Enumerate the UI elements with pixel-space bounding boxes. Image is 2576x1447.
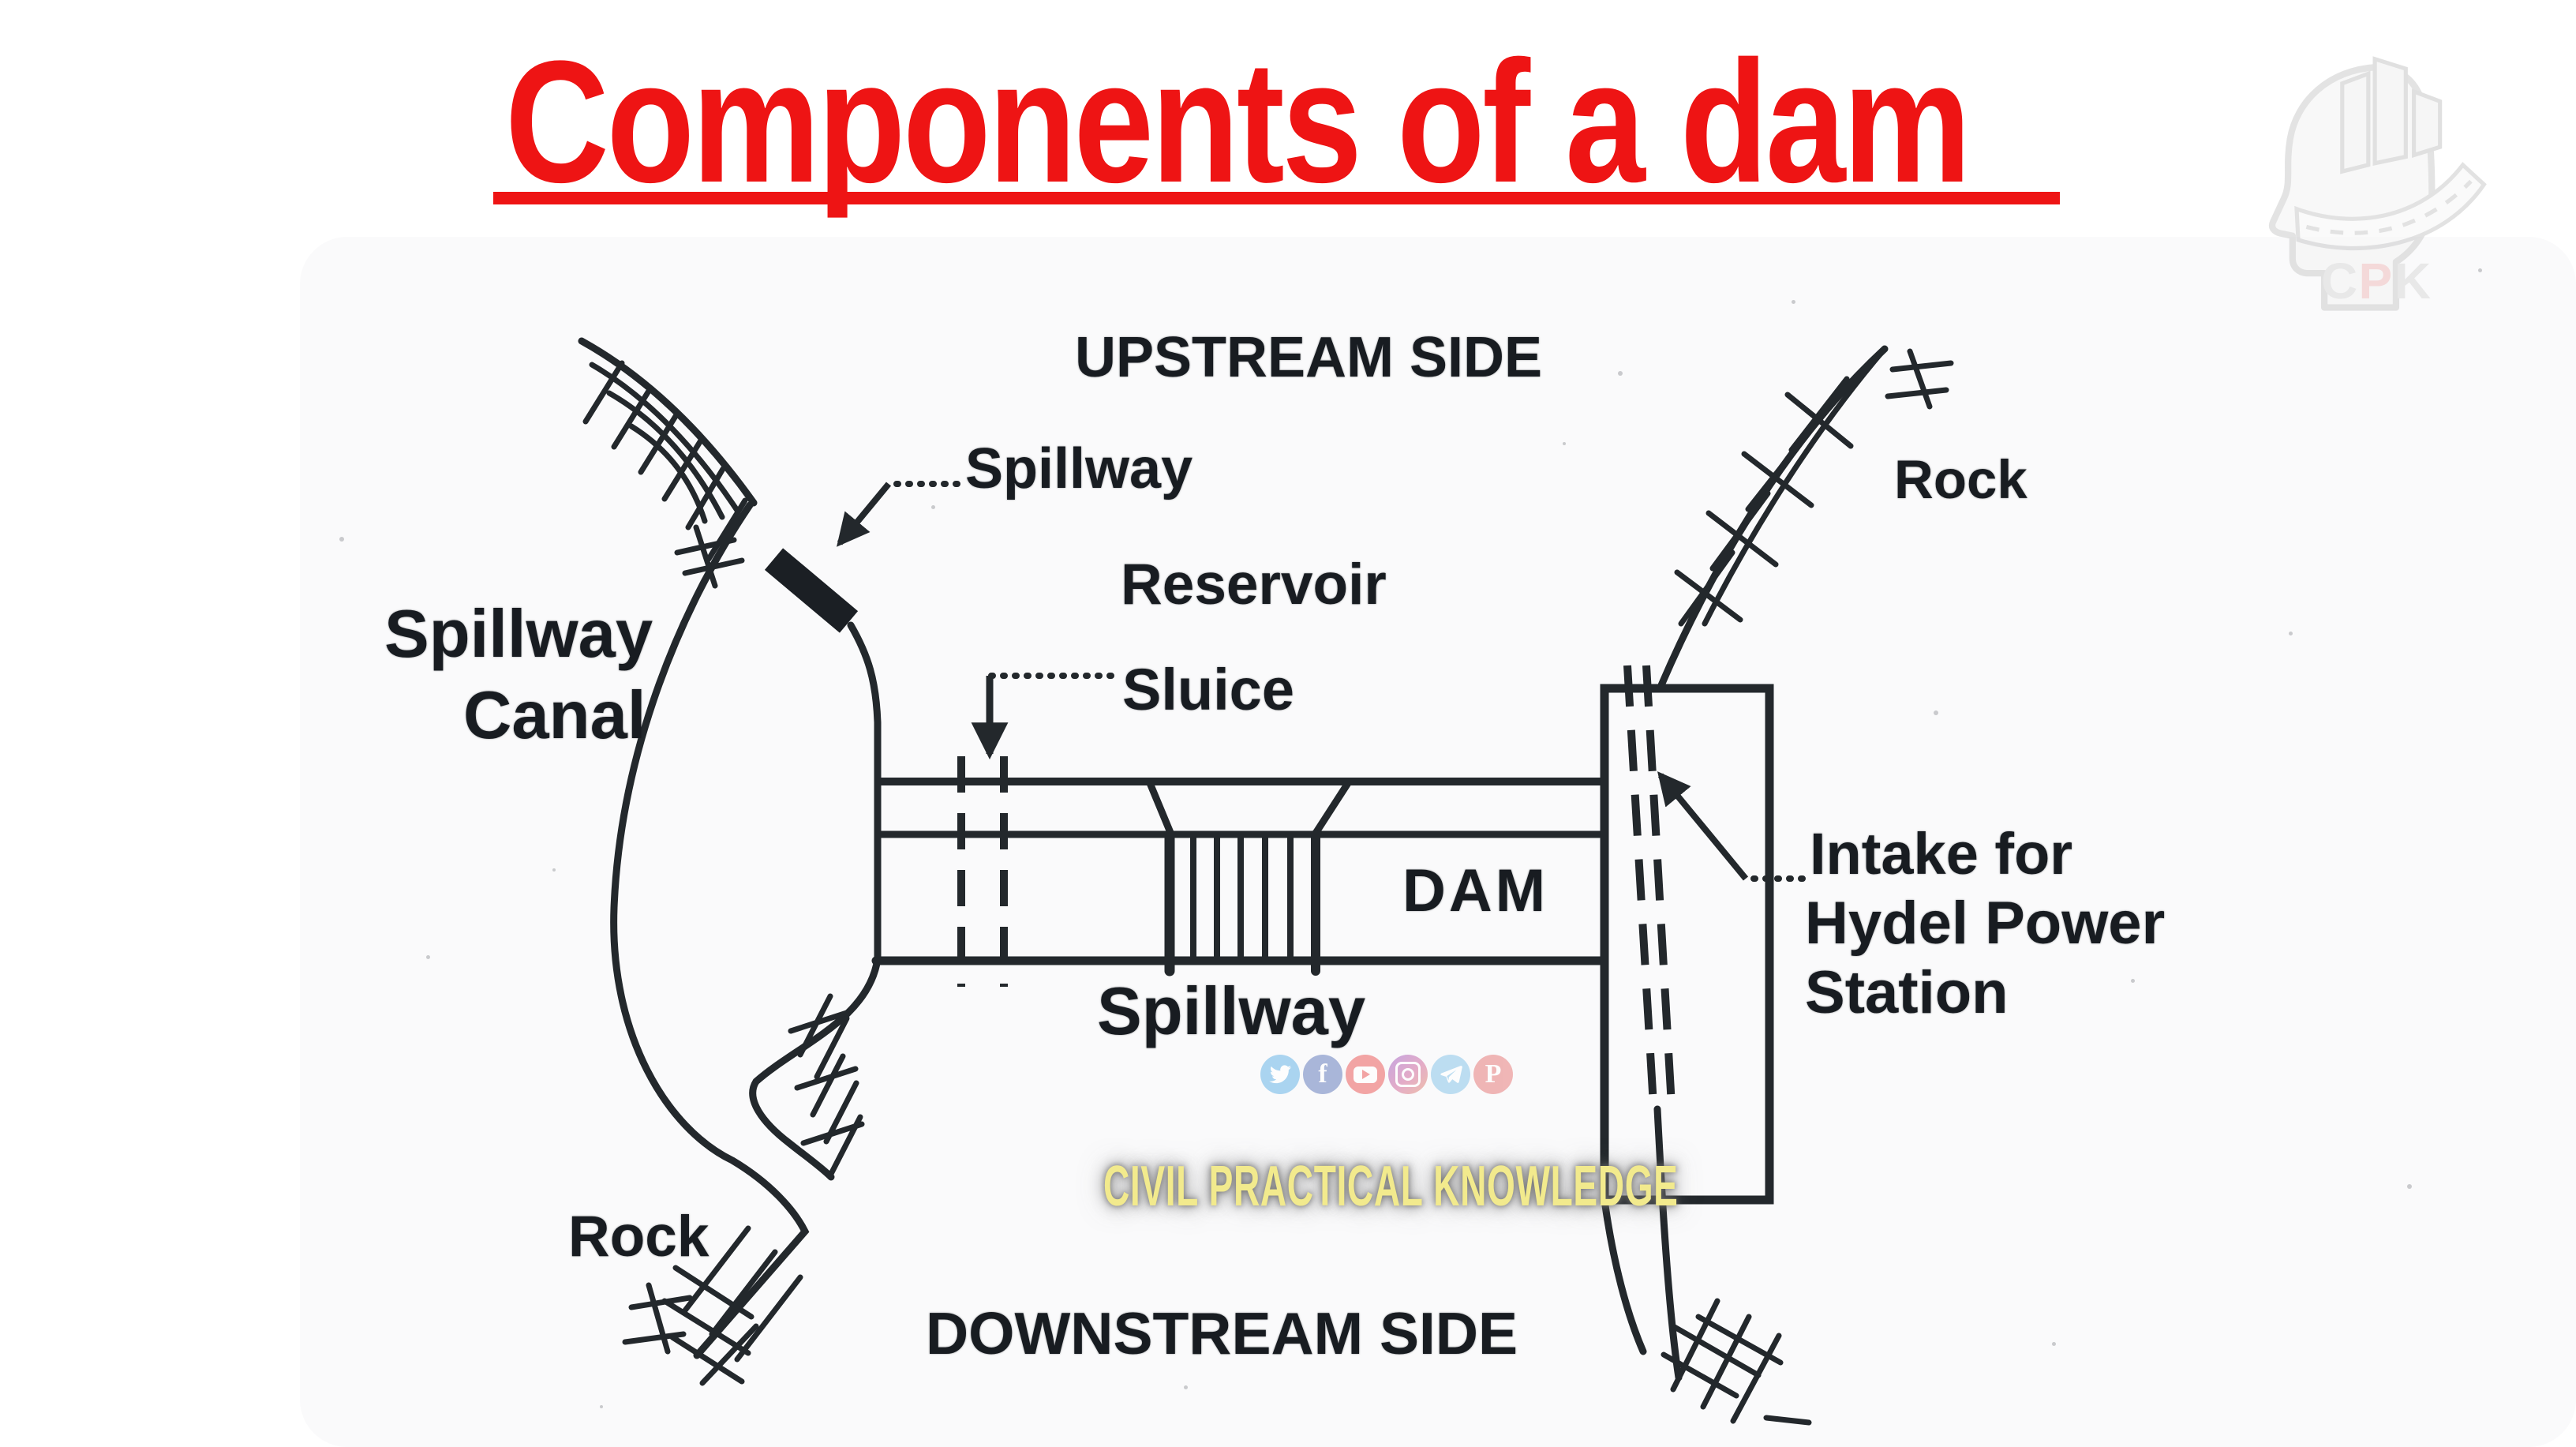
title-underline [493,192,2060,204]
rock-hatch-upper-left [578,337,758,589]
intake-structure-box [1600,684,1774,1205]
label-reservoir: Reservoir [1121,553,1387,617]
label-upstream-side: UPSTREAM SIDE [1075,326,1543,389]
speckle [552,868,556,872]
cpk-letter-c: C [2321,253,2357,309]
speckle [339,537,344,542]
social-icons-watermark: f P [1260,1055,1513,1094]
cpk-logo: C P K [2246,41,2499,317]
telegram-icon [1431,1055,1470,1094]
speckle [2131,979,2135,983]
watermark-text: CIVIL PRACTICAL KNOWLEDGE [1103,1155,1679,1218]
road-centerline [2305,179,2473,235]
label-spillway-canal-line2: Canal [463,678,646,753]
speckle [1792,300,1795,304]
page-title: Components of a dam [505,24,1971,219]
rock-hatch-right [1657,345,1954,689]
label-spillway-piers: Spillway [1097,974,1366,1049]
speckle [1184,1385,1188,1389]
label-rock-right: Rock [1894,449,2027,510]
intake-tail [1601,1105,1683,1381]
speckle [2052,1342,2056,1346]
building-icon [2412,88,2443,159]
speckle [1957,142,1961,146]
label-intake-line2: Hydel Power [1805,890,2166,957]
intake-dashed-lines [1623,665,1676,1106]
intake-leader-arrow [1657,771,1806,882]
spillway-canal [610,501,882,1359]
label-spillway: Spillway [965,437,1193,500]
label-intake-line3: Station [1805,959,2009,1026]
cpk-letter-k: K [2394,253,2431,309]
label-rock-left: Rock [568,1205,710,1269]
label-spillway-canal-line1: Spillway [384,597,653,672]
building-icon [2340,70,2371,174]
youtube-icon [1346,1055,1385,1094]
speckle [1618,371,1623,376]
twitter-icon [1260,1055,1300,1094]
speckle [2478,268,2482,272]
sluice-dashed-lines [957,756,1008,987]
speckle [600,1405,603,1408]
label-intake-line1: Intake for [1810,821,2073,887]
speckle [1934,710,1938,715]
building-icon [2372,56,2408,167]
spillway-leader-arrow [837,481,960,547]
cpk-letter-p: P [2358,253,2392,309]
sluice-leader-arrow [971,673,1114,760]
road-icon [2294,162,2487,251]
speckle [2289,632,2293,635]
cpk-logo-graphic: C P K [2268,56,2487,311]
speckle [426,955,430,959]
speckle [2407,1184,2412,1189]
pinterest-icon: P [1473,1055,1513,1094]
speckle [1563,442,1566,445]
instagram-icon [1388,1055,1428,1094]
label-sluice: Sluice [1122,657,1294,722]
label-downstream-side: DOWNSTREAM SIDE [926,1300,1518,1366]
speckle [931,505,935,509]
facebook-icon: f [1303,1055,1342,1094]
spillway-piers [1164,829,1320,977]
rock-hatch-tail [1661,1298,1812,1426]
rock-hatch-bottom-left [622,1225,803,1386]
label-dam: DAM [1402,857,1549,924]
rock-hatch-inner-bank [788,993,865,1179]
spillway-gate [764,548,859,633]
